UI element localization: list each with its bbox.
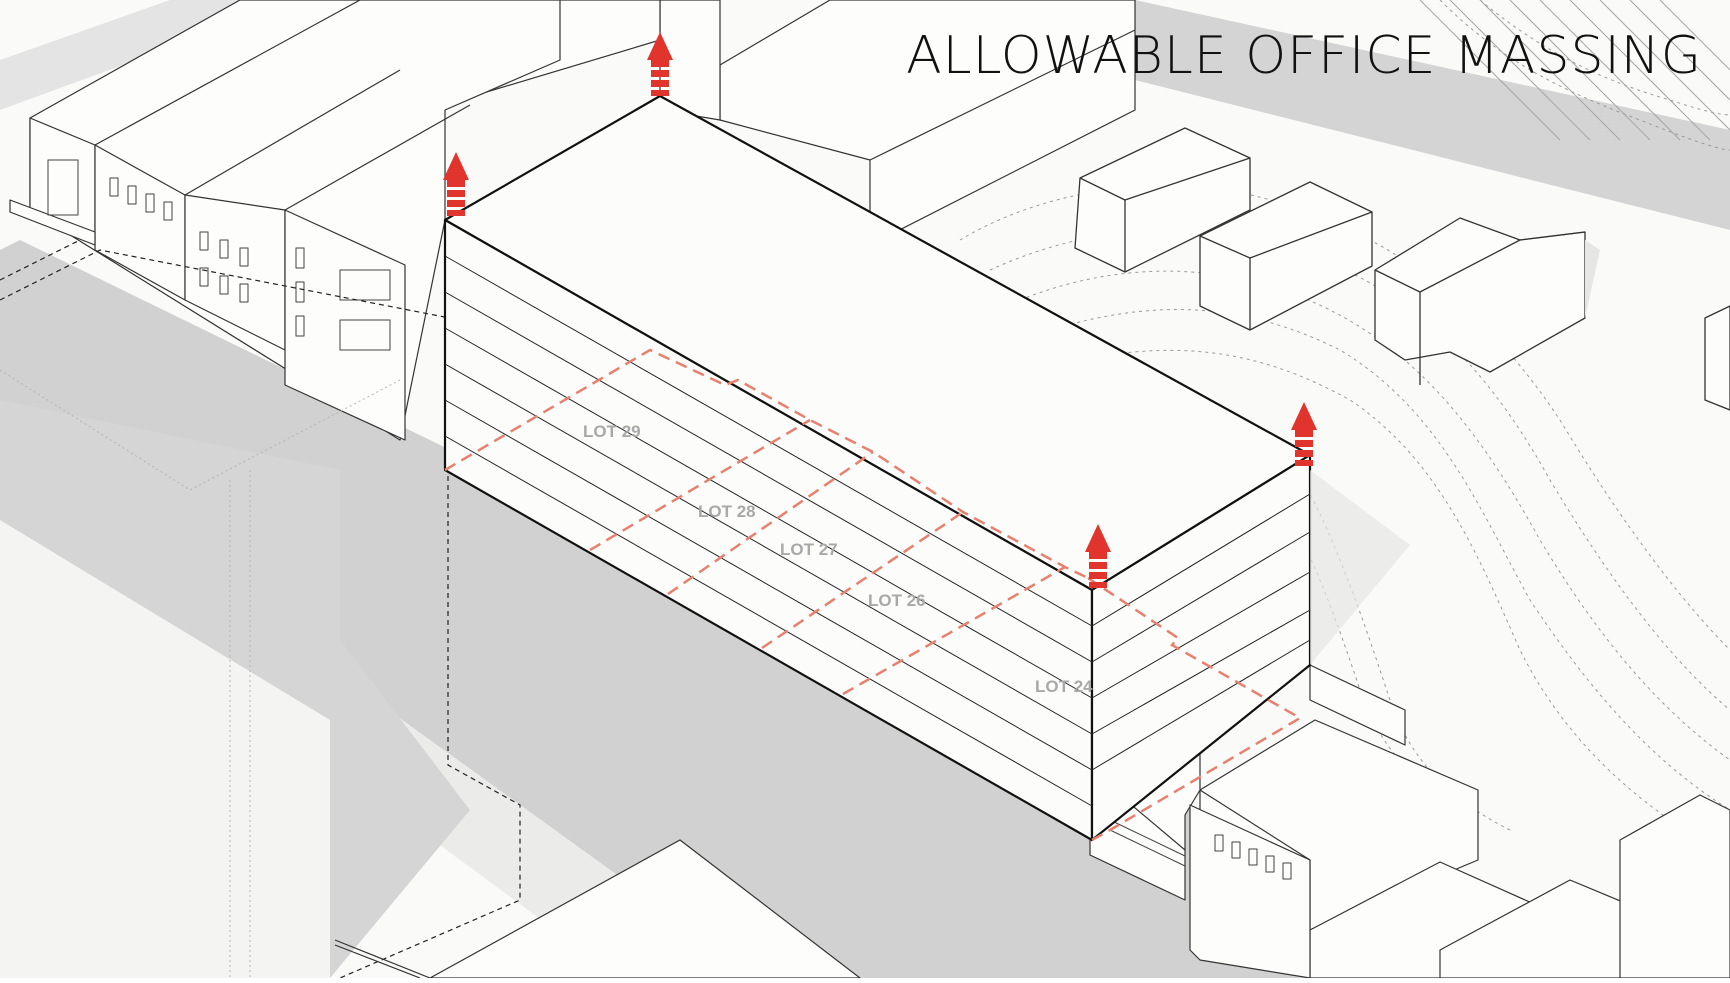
upper-right-road bbox=[1135, 0, 1730, 230]
side-shadow bbox=[1310, 470, 1410, 665]
lower-left-ground bbox=[0, 520, 330, 978]
main-street bbox=[0, 240, 1320, 978]
up-arrow-icon bbox=[1085, 524, 1111, 588]
lot-boundaries bbox=[444, 348, 1303, 842]
right-lower-buildings bbox=[1089, 664, 1730, 979]
lot-29-label: LOT 29 bbox=[583, 422, 641, 441]
faint-lines bbox=[0, 369, 401, 978]
lot-28-label: LOT 28 bbox=[698, 502, 756, 521]
side-shadow bbox=[1585, 240, 1600, 318]
alley-outline bbox=[0, 239, 521, 979]
hill-houses bbox=[1074, 127, 1730, 411]
up-arrow-icon bbox=[647, 32, 673, 96]
height-arrows bbox=[443, 32, 1317, 588]
floor-lines bbox=[444, 255, 1311, 807]
contour-hatch bbox=[1419, 0, 1730, 141]
up-arrow-icon bbox=[1291, 402, 1317, 466]
lot-26-label: LOT 26 bbox=[868, 591, 926, 610]
up-arrow-icon bbox=[443, 152, 469, 216]
lot-27-label: LOT 27 bbox=[780, 540, 838, 559]
lot-24-label: LOT 24 bbox=[1035, 677, 1093, 696]
page-title: ALLOWABLE OFFICE MASSING bbox=[906, 26, 1702, 86]
left-historic-buildings bbox=[9, 0, 561, 441]
